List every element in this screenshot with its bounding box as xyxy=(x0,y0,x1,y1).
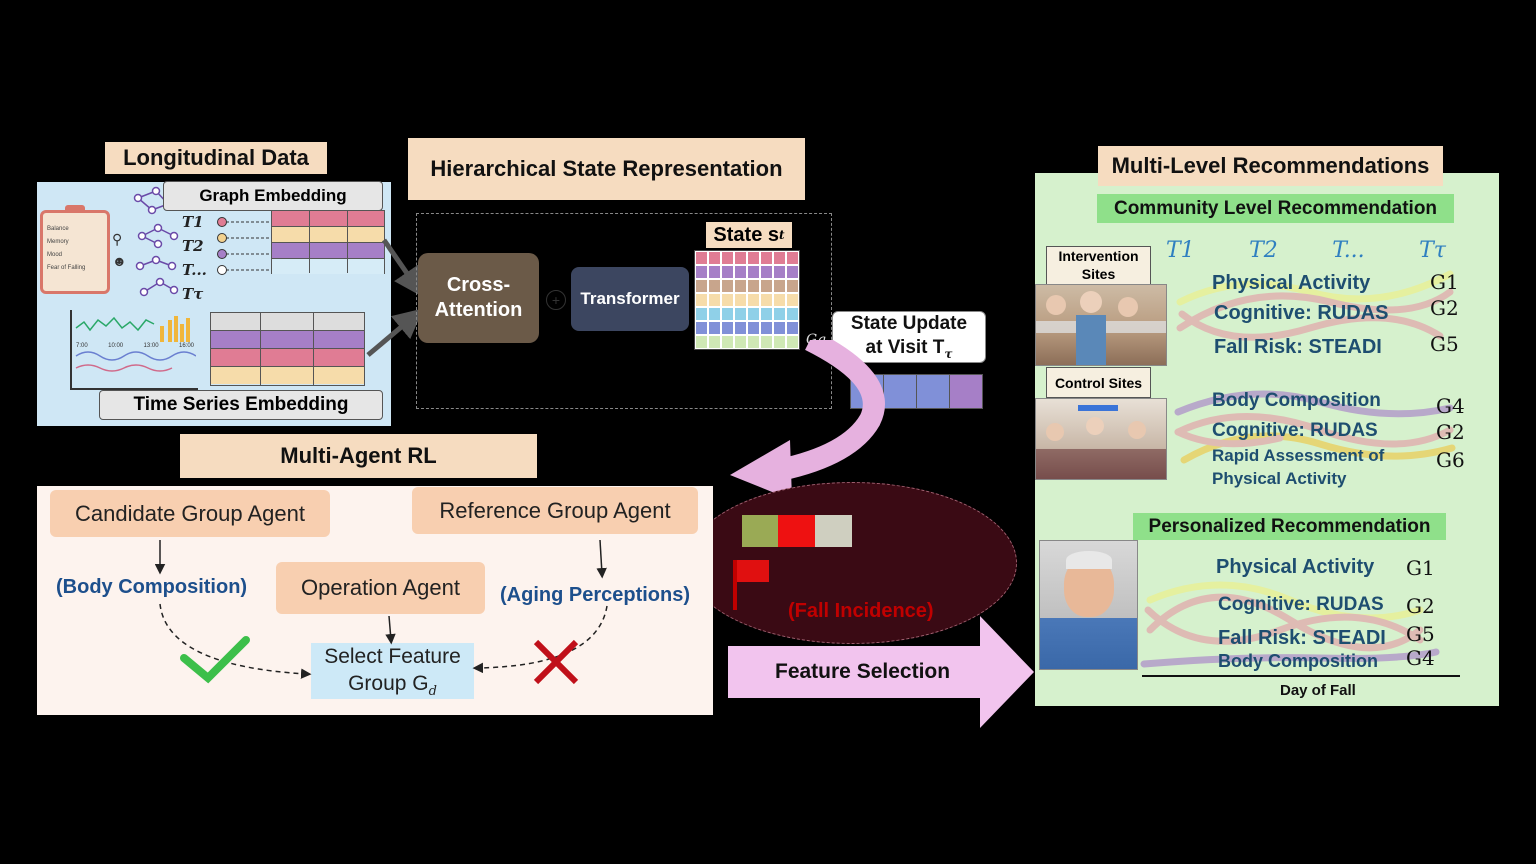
trend-lines xyxy=(1174,270,1456,464)
rec-item: Physical Activity xyxy=(1212,272,1371,294)
personal-trend-lines xyxy=(1140,581,1440,668)
group-label: G5 xyxy=(1430,332,1459,356)
rec-item: Body Composition xyxy=(1212,390,1381,411)
person-photo xyxy=(1039,540,1138,670)
axis-tick: 13:00 xyxy=(143,343,159,349)
feature-selection-label: Feature Selection xyxy=(775,660,951,683)
feedback-arrow xyxy=(730,340,885,500)
transformer-block: Transformer xyxy=(571,267,689,331)
rec-item: Physical Activity xyxy=(1216,556,1375,578)
reference-group-agent: Reference Group Agent xyxy=(412,487,698,534)
time-series-embedding-label: Time Series Embedding xyxy=(99,390,383,420)
clipboard-icon: Balance Memory Mood Fear of Falling xyxy=(40,205,110,294)
time-series-table xyxy=(210,312,365,386)
hierarchical-box xyxy=(416,213,832,409)
recommendations-title: Multi-Level Recommendations xyxy=(1098,146,1443,186)
flag-icon xyxy=(733,560,737,610)
aging-perceptions-label: (Aging Perceptions) xyxy=(500,584,691,606)
cross-attention-label: Cross- Attention xyxy=(434,274,523,321)
group-label: G6 xyxy=(1436,448,1465,472)
state-grid xyxy=(694,250,800,350)
marl-connectors xyxy=(154,539,608,679)
time-label: T1 xyxy=(182,213,204,231)
cross-attention-block: Cross- Attention xyxy=(418,253,539,343)
state-update-line2: at Visit T xyxy=(865,337,945,358)
rec-item: Rapid Assessment of Physical Activity xyxy=(1212,446,1385,488)
day-of-fall-label: Day of Fall xyxy=(1280,682,1356,699)
group-label: G2 xyxy=(1436,420,1465,444)
candidate-group-agent: Candidate Group Agent xyxy=(50,490,330,537)
fall-vector xyxy=(742,515,852,547)
body-composition-label: (Body Composition) xyxy=(56,576,248,598)
select-feature-group: Select Feature Group Gd xyxy=(311,643,474,699)
group-label: G2 xyxy=(1430,296,1459,320)
control-photo xyxy=(1035,398,1167,480)
time-label: T2 xyxy=(182,237,204,255)
longitudinal-title: Longitudinal Data xyxy=(105,142,327,174)
clipboard-item: Memory xyxy=(47,239,69,245)
clipboard-item: Mood xyxy=(47,252,63,258)
state-update-box: State Update at Visit Tτ xyxy=(832,311,986,363)
rec-item: Fall Risk: STEADI xyxy=(1218,627,1386,649)
time-label: Tτ xyxy=(182,285,204,303)
clipboard-item: Fear of Falling xyxy=(47,265,86,271)
community-title: Community Level Recommendation xyxy=(1097,194,1454,223)
check-icon xyxy=(180,636,250,684)
rec-item: Cognitive: RUDAS xyxy=(1212,420,1378,441)
rec-item: Cognitive: RUDAS xyxy=(1214,302,1389,324)
group-label: G1 xyxy=(1430,270,1459,294)
group-label: G1 xyxy=(1406,556,1435,580)
rec-item: Cognitive: RUDAS xyxy=(1218,594,1384,615)
time-header: T1 xyxy=(1166,238,1195,263)
operation-agent: Operation Agent xyxy=(276,562,485,614)
control-sites-label: Control Sites xyxy=(1046,367,1151,398)
plus-icon: + xyxy=(546,290,566,310)
feature-selection-arrow xyxy=(728,616,1034,728)
rec-item: Fall Risk: STEADI xyxy=(1214,336,1382,358)
select-feature-line1: Select Feature xyxy=(324,645,461,668)
clipboard-item: Balance xyxy=(47,226,69,232)
hierarchical-title: Hierarchical State Representation xyxy=(408,138,805,200)
input-arrows xyxy=(366,238,424,357)
graph-embedding-table xyxy=(271,210,385,274)
time-label: T... xyxy=(182,261,207,279)
group-label: G5 xyxy=(1406,622,1435,646)
fall-incidence-label: (Fall Incidence) xyxy=(788,600,934,622)
time-header: Tτ xyxy=(1419,238,1446,263)
select-feature-line2: Group G xyxy=(348,672,429,695)
transformer-label: Transformer xyxy=(580,289,680,308)
cross-icon xyxy=(533,639,579,685)
time-series-chart: 7:00 10:00 13:00 16:00 xyxy=(70,310,198,390)
rec-item: Body Composition xyxy=(1218,651,1378,671)
marl-title: Multi-Agent RL xyxy=(180,434,537,478)
day-of-fall-axis xyxy=(1142,675,1460,677)
time-header: T2 xyxy=(1249,238,1278,263)
axis-tick: 16:00 xyxy=(178,343,194,349)
intervention-photo xyxy=(1035,284,1167,366)
group-label: G2 xyxy=(1406,594,1435,618)
graph-embedding-label: Graph Embedding xyxy=(163,181,383,211)
intervention-sites-label: Intervention Sites xyxy=(1046,246,1151,286)
axis-tick: 7:00 xyxy=(76,343,88,349)
axis-tick: 10:00 xyxy=(108,343,124,349)
time-labels: T1 T2 T... Tτ xyxy=(182,210,207,306)
state-update-line1: State Update xyxy=(850,313,968,334)
flag-icon-banner xyxy=(737,560,769,582)
node-connectors xyxy=(217,217,272,275)
time-headers: T1 T2 T... Tτ xyxy=(1166,238,1446,263)
person-icons: ⚲☻ xyxy=(112,231,127,269)
group-label: G4 xyxy=(1436,394,1465,418)
group-label: G4 xyxy=(1406,646,1435,670)
time-header: T... xyxy=(1332,238,1365,263)
personalized-title: Personalized Recommendation xyxy=(1133,513,1446,540)
